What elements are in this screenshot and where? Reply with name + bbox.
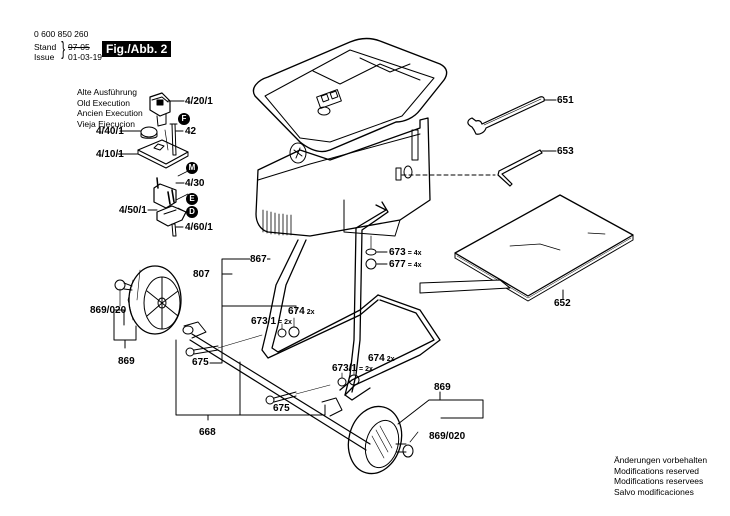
part-label-867[interactable]: 867: [250, 254, 267, 265]
note-en: Modifications reserved: [614, 465, 700, 476]
badge-e: E: [186, 193, 198, 205]
part-label-4-40-1[interactable]: 4/40/1: [96, 126, 124, 137]
part-label-675-b[interactable]: 675: [273, 403, 290, 414]
stand-label: Stand: [34, 42, 57, 52]
manual-652: [419, 194, 634, 302]
part-number-677: 677: [389, 259, 406, 270]
qty-673-1-b: = 2x: [359, 366, 373, 373]
part-label-675-a[interactable]: 675: [192, 357, 209, 368]
part-number-673-1-b: 673/1: [332, 363, 358, 374]
part-label-651[interactable]: 651: [557, 95, 574, 106]
document-number: 0 600 850 260: [34, 29, 89, 39]
wheel-bolt-869-020-right: [395, 443, 414, 458]
part-label-869-right[interactable]: 869: [434, 382, 451, 393]
old-execution-caption: Alte Ausführung Old Execution Ancien Exe…: [77, 87, 143, 129]
bracket-668: [175, 339, 326, 421]
badge-m: M: [186, 162, 198, 174]
part-label-652[interactable]: 652: [554, 298, 571, 309]
part-label-4-30[interactable]: 4/30: [185, 178, 205, 189]
note-de: Änderungen vorbehalten: [614, 455, 708, 465]
bracket-869-left: [113, 309, 137, 349]
part-number-674-b: 674: [368, 353, 385, 364]
part-label-4-50-1[interactable]: 4/50/1: [119, 205, 147, 216]
bracket-869-right: [397, 391, 484, 425]
caption-fr: Ancien Execution: [77, 108, 143, 118]
part-label-869-left[interactable]: 869: [118, 356, 135, 367]
issue-label: Issue: [34, 52, 55, 62]
part-label-653[interactable]: 653: [557, 146, 574, 157]
part-label-673-1-b[interactable]: 673/1= 2x: [332, 363, 373, 375]
figure-label: Fig./Abb. 2: [102, 41, 172, 57]
part-label-673-1-a[interactable]: 673/1= 2x: [251, 316, 292, 328]
note-fr: Modifications reservees: [614, 476, 704, 486]
wheel-869-left: [127, 265, 182, 335]
part-number-674-a: 674: [288, 306, 305, 317]
part-label-4-10-1[interactable]: 4/10/1: [96, 149, 124, 160]
wheel-869-right: [347, 405, 403, 475]
part-number-673-1-a: 673/1: [251, 316, 277, 327]
shredder-housing: [252, 37, 448, 237]
wrench-651: [467, 96, 545, 135]
part-label-673[interactable]: 673= 4x: [389, 247, 422, 259]
part-label-4-20-1[interactable]: 4/20/1: [185, 96, 213, 107]
modifications-note: Änderungen vorbehalten Modifications res…: [614, 455, 707, 497]
qty-674-b: 2x: [386, 356, 395, 363]
badge-d: D: [186, 206, 198, 218]
brace-symbol: }: [61, 39, 66, 60]
caption-es: Vieja Ejecucion: [77, 118, 135, 129]
qty-673: = 4x: [407, 250, 422, 257]
stand-date-struck: 97-05: [68, 42, 90, 52]
part-number-673: 673: [389, 247, 406, 258]
nut-674-a: [288, 326, 300, 338]
caption-en: Old Execution: [77, 97, 130, 108]
wheel-bolt-869-020-left: [114, 279, 133, 291]
caption-de: Alte Ausführung: [77, 87, 138, 97]
stand-issue-labels: Stand Issue: [34, 42, 56, 62]
bracket-807: [209, 273, 233, 364]
washer-673-1-a: [277, 328, 287, 338]
qty-677: = 4x: [407, 262, 422, 269]
part-label-869-020-right[interactable]: 869/020: [429, 431, 466, 442]
part-label-42[interactable]: 42: [185, 126, 197, 137]
part-label-807[interactable]: 807: [193, 269, 210, 280]
nut-677: [365, 258, 377, 270]
bolt-675-a: [185, 345, 219, 357]
issue-date: 01-03-19: [68, 52, 103, 62]
washer-673-1-b: [337, 377, 347, 387]
frame-legs: [261, 201, 441, 401]
washer-673: [365, 248, 377, 256]
part-label-4-60-1[interactable]: 4/60/1: [185, 222, 213, 233]
qty-673-1-a: = 2x: [278, 319, 292, 326]
allen-key-653: [497, 149, 543, 187]
dates: 97-05 01-03-19: [68, 42, 102, 62]
badge-f: F: [178, 113, 190, 125]
bolt-675-b: [265, 391, 297, 405]
switch-assembly-inset: [137, 92, 191, 237]
qty-674-a: 2x: [306, 309, 315, 316]
part-label-677[interactable]: 677= 4x: [389, 259, 422, 271]
part-label-869-020-left[interactable]: 869/020: [90, 305, 127, 316]
part-label-668[interactable]: 668: [199, 427, 216, 438]
note-es: Salvo modificaciones: [614, 486, 694, 497]
